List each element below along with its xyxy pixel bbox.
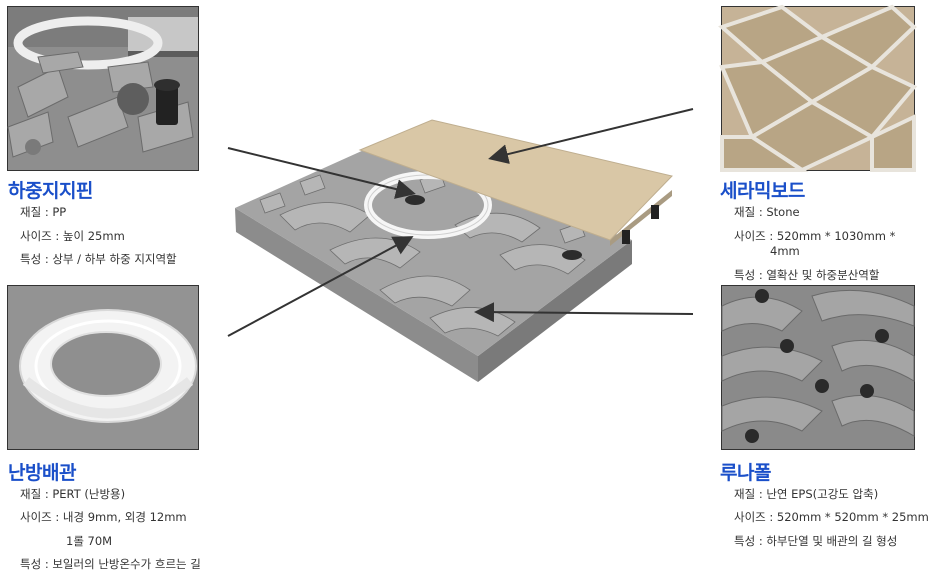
eps-panel-left-face [235, 208, 478, 382]
lunapol-photo [721, 285, 915, 450]
pin-size: 사이즈 : 높이 25mm [20, 229, 125, 243]
arrow-pin [227, 147, 416, 199]
lunapol-size: 사이즈 : 520mm * 520mm * 25mm [734, 510, 929, 524]
eps-ridges [259, 171, 586, 337]
pin-title: 하중지지핀 [8, 180, 93, 202]
pin-feature: 특성 : 상부 / 하부 하중 지지역할 [20, 252, 177, 266]
ceramic-board-top [358, 119, 673, 241]
arrow-board [488, 108, 694, 164]
lunapol-material: 재질 : 난연 EPS(고강도 압축) [734, 487, 879, 501]
board-title: 세라믹보드 [720, 180, 805, 202]
board-feature: 특성 : 열확산 및 하중분산역할 [734, 268, 880, 282]
arrow-pipe [227, 236, 414, 337]
board-size-line1: 사이즈 : 520mm * 1030mm * [734, 229, 896, 243]
pipe-title: 난방배관 [8, 462, 76, 484]
lunapol-title: 루나폴 [720, 462, 771, 484]
board-material: 재질 : Stone [734, 205, 800, 219]
eps-panel-front-face [478, 240, 632, 382]
board-photo [718, 4, 918, 173]
pin-photo [7, 6, 199, 171]
lunapol-feature: 특성 : 하부단열 및 배관의 길 형성 [734, 534, 898, 548]
pipe-photo [7, 285, 199, 450]
pipe-feature: 특성 : 보일러의 난방온수가 흐르는 길 [20, 557, 201, 571]
pipe-size-line2: 1롤 70M [66, 534, 113, 548]
arrow-lunapol [474, 302, 694, 323]
pipe-material: 재질 : PERT (난방용) [20, 487, 126, 501]
eps-panel-top [235, 145, 632, 356]
pipe-size-line1: 사이즈 : 내경 9mm, 외경 12mm [20, 510, 187, 524]
board-size-line2: 4mm [770, 244, 800, 258]
pin-material: 재질 : PP [20, 205, 67, 219]
